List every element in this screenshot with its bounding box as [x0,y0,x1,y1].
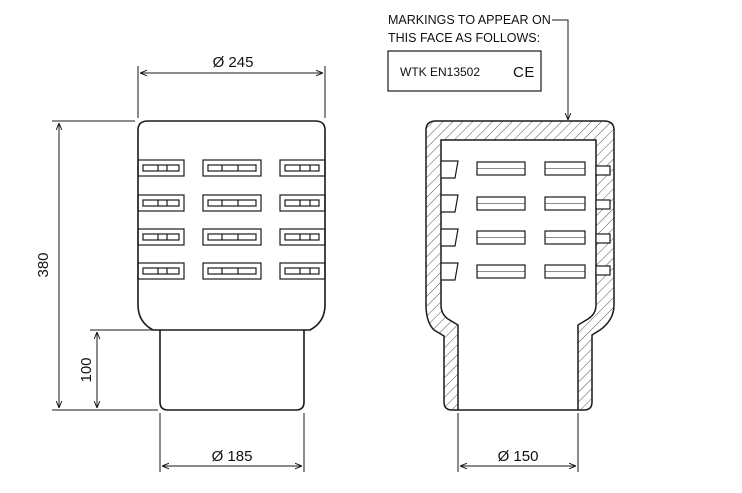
note-leader [552,19,568,120]
slot-row-3 [137,228,326,246]
marking-text: WTK EN13502 [400,65,480,79]
note-line-1: MARKINGS TO APPEAR ON [388,13,551,27]
cowl-spigot [159,330,305,411]
dim-top-diameter: Ø 245 [213,54,254,71]
section-view [425,120,615,411]
section-wall [425,120,615,411]
dim-spigot-height: 100 [78,357,95,382]
slot-row-4 [137,262,326,280]
marking-note: MARKINGS TO APPEAR ON THIS FACE AS FOLLO… [387,13,568,120]
ce-mark: CE [513,64,535,81]
left-dimensions [52,66,326,472]
louvre-slots [137,159,326,280]
slot-row-1 [137,159,326,177]
dim-inner-diameter: Ø 150 [498,448,539,465]
marking-box [387,50,542,92]
note-line-2: THIS FACE AS FOLLOWS: [388,31,540,45]
dim-bottom-diameter: Ø 185 [212,448,253,465]
interior-slots [476,161,586,279]
exterior-view [137,120,326,411]
cowl-head [137,120,326,331]
right-dimensions [457,413,579,472]
left-wall-openings [440,160,459,281]
dim-total-height: 380 [35,252,52,277]
wall-vents [595,165,611,276]
slot-row-2 [137,194,326,212]
